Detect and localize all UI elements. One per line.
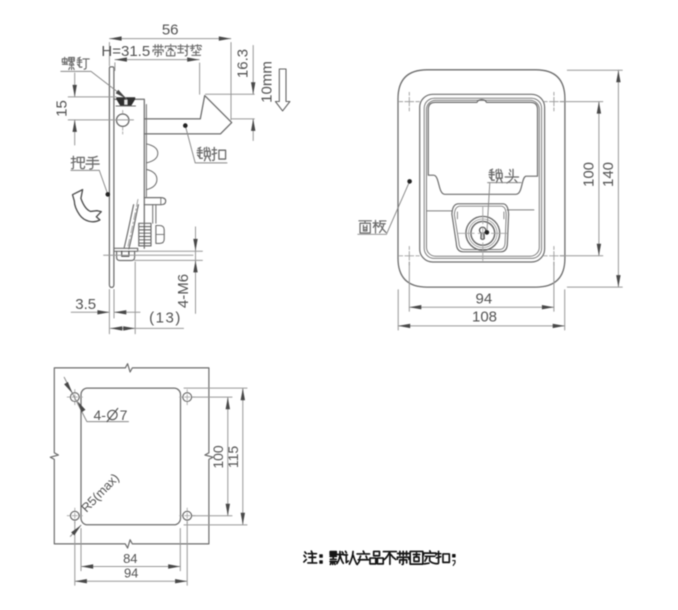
svg-text:94: 94 xyxy=(124,565,138,580)
svg-text:(13): (13) xyxy=(149,310,182,327)
svg-text:3.5: 3.5 xyxy=(75,296,96,313)
svg-text:15: 15 xyxy=(53,100,70,117)
svg-text:10mm: 10mm xyxy=(259,61,276,103)
svg-text:56: 56 xyxy=(162,22,179,39)
svg-text:H=31.5: H=31.5 xyxy=(101,43,150,60)
svg-text:100: 100 xyxy=(581,162,598,187)
svg-text:108: 108 xyxy=(472,308,497,325)
svg-text:100: 100 xyxy=(210,445,226,469)
svg-text:4-: 4- xyxy=(94,407,107,423)
svg-text:84: 84 xyxy=(123,551,137,566)
svg-text:4-M6: 4-M6 xyxy=(175,274,192,308)
svg-text:115: 115 xyxy=(225,446,241,469)
svg-text:7: 7 xyxy=(120,407,128,423)
svg-text:94: 94 xyxy=(476,291,493,308)
svg-text:140: 140 xyxy=(600,162,617,187)
svg-text:16.3: 16.3 xyxy=(235,49,252,78)
